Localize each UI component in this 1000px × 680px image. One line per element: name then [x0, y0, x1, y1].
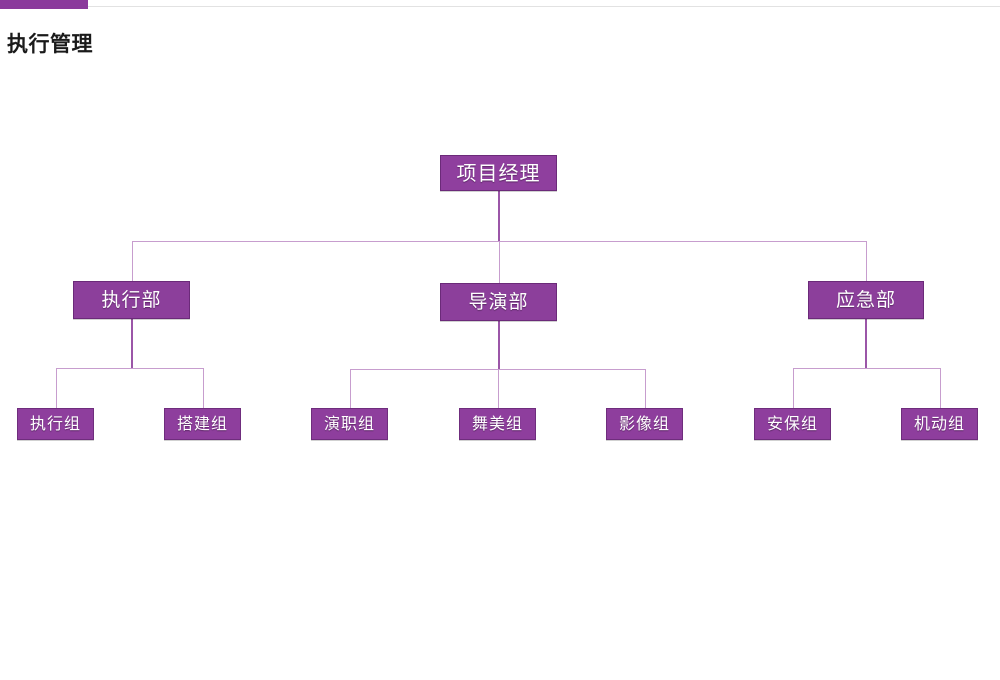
- header-accent-bar: [0, 0, 88, 9]
- org-node-d1[interactable]: 执行部: [73, 281, 190, 319]
- org-node-t2[interactable]: 搭建组: [164, 408, 241, 440]
- org-node-t4[interactable]: 舞美组: [459, 408, 536, 440]
- connector-bus-d3: [793, 368, 941, 369]
- org-node-label: 项目经理: [456, 161, 541, 185]
- connector-drop-d1: [132, 241, 133, 281]
- org-node-label: 机动组: [913, 414, 965, 433]
- org-node-label: 安保组: [766, 414, 818, 433]
- org-node-d2[interactable]: 导演部: [440, 283, 557, 321]
- connector-trunk-d1: [131, 319, 133, 369]
- org-node-label: 演职组: [323, 414, 375, 433]
- org-node-label: 应急部: [835, 288, 896, 311]
- connector-trunk-d2: [498, 321, 500, 370]
- org-node-label: 执行组: [29, 414, 81, 433]
- org-node-t3[interactable]: 演职组: [311, 408, 388, 440]
- org-node-label: 执行部: [101, 288, 162, 311]
- connector-drop-t4: [498, 369, 499, 408]
- connector-drop-d3: [866, 241, 867, 281]
- org-node-label: 影像组: [618, 414, 670, 433]
- connector-bus-d1: [56, 368, 204, 369]
- org-node-label: 舞美组: [471, 414, 523, 433]
- connector-trunk-root: [498, 191, 500, 242]
- org-node-t5[interactable]: 影像组: [606, 408, 683, 440]
- connector-drop-t2: [203, 368, 204, 408]
- org-node-t6[interactable]: 安保组: [754, 408, 831, 440]
- org-node-t7[interactable]: 机动组: [901, 408, 978, 440]
- org-node-d3[interactable]: 应急部: [808, 281, 924, 319]
- connector-drop-t1: [56, 368, 57, 408]
- connector-drop-d2: [499, 241, 500, 283]
- org-node-label: 导演部: [468, 290, 529, 313]
- connector-drop-t3: [350, 369, 351, 408]
- org-node-label: 搭建组: [176, 414, 228, 433]
- connector-drop-t5: [645, 369, 646, 408]
- connector-trunk-d3: [865, 319, 867, 369]
- org-node-root[interactable]: 项目经理: [440, 155, 557, 191]
- header-divider: [0, 6, 1000, 7]
- org-node-t1[interactable]: 执行组: [17, 408, 94, 440]
- page-title: 执行管理: [7, 32, 93, 56]
- connector-drop-t7: [940, 368, 941, 408]
- connector-drop-t6: [793, 368, 794, 408]
